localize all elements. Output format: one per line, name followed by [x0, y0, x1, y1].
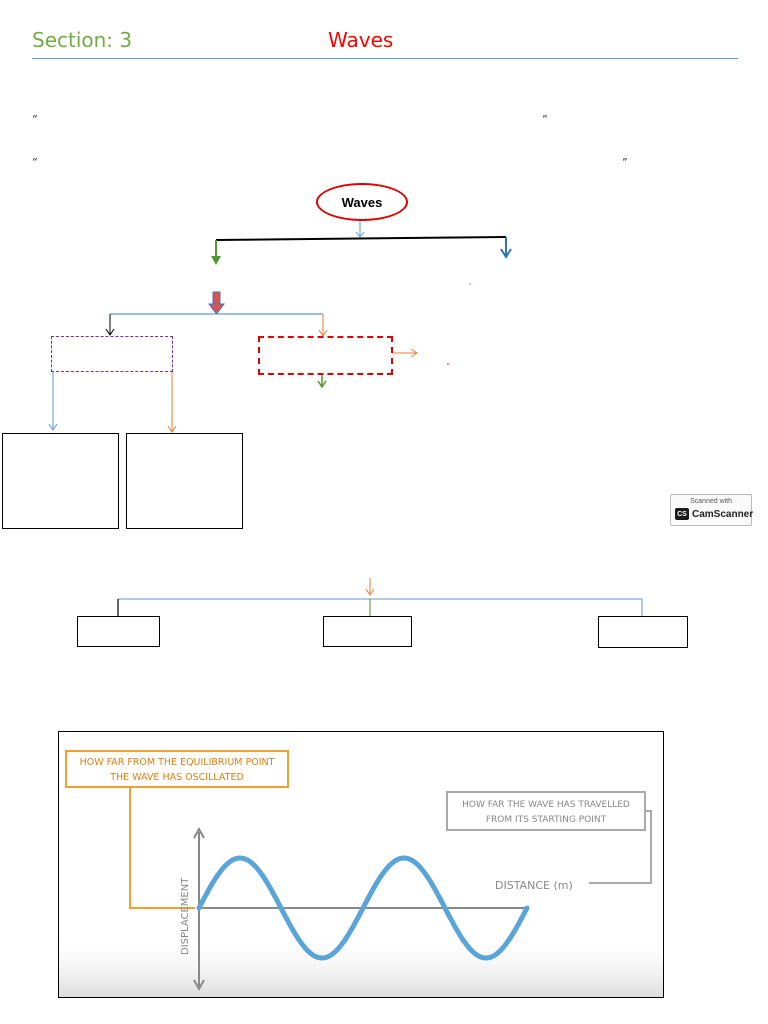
quote-close-2: ”	[622, 156, 628, 169]
x-axis-label: DISTANCE (m)	[495, 879, 573, 892]
main-branch-bar	[215, 236, 507, 241]
sine-wave-curve	[196, 855, 530, 961]
wave-diagram-drawing: HOW FAR FROM THE EQUILIBRIUM POINT THE W…	[59, 750, 663, 997]
sub-left-black-arrow	[105, 314, 115, 336]
blank-box-right	[126, 433, 243, 529]
blank-box-bottom-right	[598, 616, 688, 648]
section-number: Section: 3	[32, 28, 133, 52]
y-axis-label: DISPLACEMENT	[180, 877, 191, 955]
travel-callout-line1: HOW FAR THE WAVE HAS TRAVELLED	[462, 800, 630, 810]
blank-box-bottom-middle	[323, 616, 412, 647]
red-box-orange-arrow	[392, 348, 418, 358]
speck-mark	[469, 283, 471, 285]
header-divider	[32, 58, 738, 59]
purple-box-orange-arrow	[167, 372, 177, 433]
right-branch-blue-arrow	[500, 237, 512, 259]
purple-box-blue-arrow	[48, 372, 58, 431]
root-down-arrow	[355, 219, 365, 238]
equilibrium-leader-line	[129, 787, 195, 909]
red-box-green-arrow	[317, 374, 327, 389]
concept-map-connectors	[48, 219, 643, 616]
quote-open-1: “	[32, 113, 38, 126]
camscanner-badge: Scanned with CS CamScanner	[670, 494, 754, 526]
section-title: Waves	[328, 28, 394, 52]
y-axis-arrow-up	[193, 826, 205, 839]
equilibrium-callout-box	[65, 750, 289, 788]
y-axis-arrow-down	[193, 979, 205, 992]
blank-box-red	[258, 336, 393, 375]
left-branch-green-arrow	[211, 240, 221, 265]
scanned-with-text: Scanned with	[689, 498, 733, 505]
bottom-shading	[59, 932, 663, 997]
bottom-tree-orange-arrow	[365, 578, 375, 596]
root-node-waves: Waves	[316, 183, 408, 221]
equilibrium-callout-line2: THE WAVE HAS OSCILLATED	[109, 772, 244, 783]
blank-box-purple	[51, 336, 173, 372]
speck-mark	[447, 363, 449, 365]
travel-callout-line2: FROM ITS STARTING POINT	[486, 815, 607, 825]
blank-box-bottom-left	[77, 616, 160, 647]
root-node-label: Waves	[341, 194, 383, 210]
blank-box-left	[2, 433, 119, 529]
red-block-arrow	[208, 291, 225, 315]
camscanner-brand: CamScanner	[692, 508, 754, 520]
travel-leader-line	[589, 810, 652, 884]
quote-close-1: ”	[542, 113, 548, 126]
quote-open-2: “	[32, 156, 38, 169]
equilibrium-callout-line1: HOW FAR FROM THE EQUILIBRIUM POINT	[80, 757, 275, 768]
wave-diagram: HOW FAR FROM THE EQUILIBRIUM POINT THE W…	[58, 731, 664, 998]
camscanner-logo-icon: CS	[675, 508, 689, 520]
sub-right-orange-arrow	[318, 314, 328, 337]
